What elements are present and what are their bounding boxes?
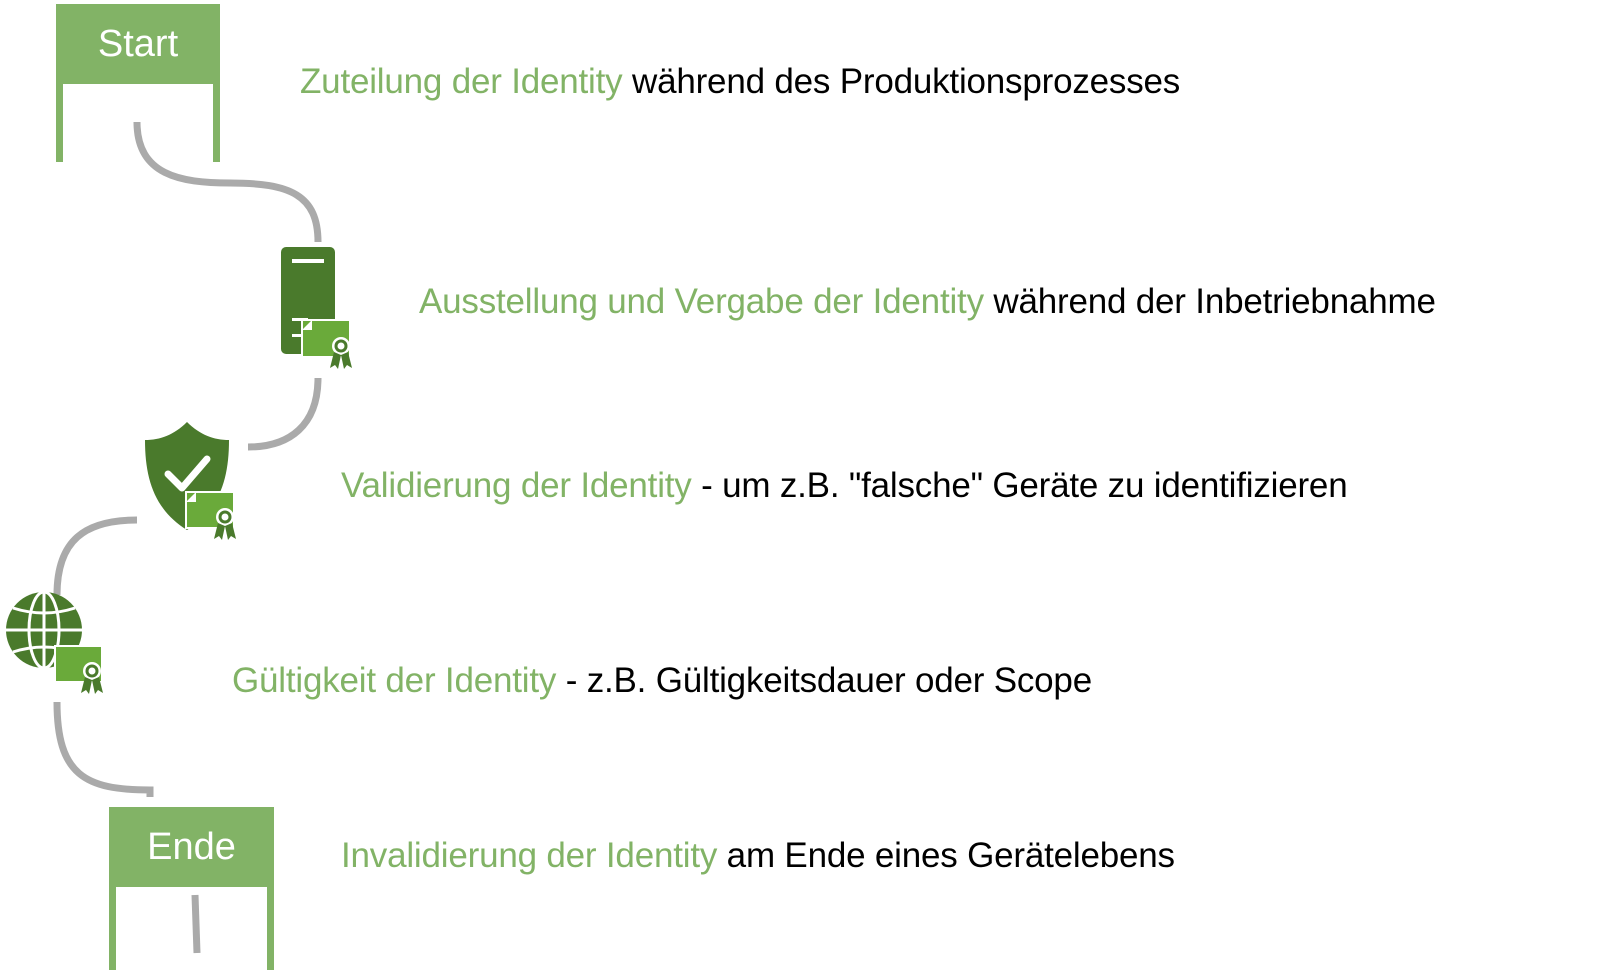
- shield-check-certificate-icon: [145, 422, 236, 540]
- connectors: [53, 121, 322, 954]
- step-2-highlight: Ausstellung und Vergabe der Identity: [419, 282, 984, 321]
- connector-shield-to-globe: [53, 516, 138, 596]
- globe-certificate-icon: [6, 590, 103, 694]
- connector-server-to-shield: [247, 377, 322, 451]
- step-5-highlight: Invalidierung der Identity: [341, 836, 718, 875]
- step-5-text: Invalidierung der Identity am Ende eines…: [341, 836, 1175, 876]
- step-2-text: Ausstellung und Vergabe der Identity wäh…: [419, 282, 1436, 322]
- connector-globe-to-end: [53, 701, 154, 797]
- step-4-description: - z.B. Gültigkeitsdauer oder Scope: [556, 661, 1092, 700]
- connector-start-to-server: [133, 121, 322, 243]
- end-terminal: [109, 807, 274, 970]
- start-terminal: [56, 4, 220, 162]
- step-2-description: während der Inbetriebnahme: [983, 282, 1436, 321]
- step-3-text: Validierung der Identity - um z.B. "fals…: [341, 466, 1348, 506]
- connector-end-tail: [191, 894, 201, 954]
- step-3-highlight: Validierung der Identity: [341, 466, 692, 505]
- step-3-description: - um z.B. "falsche" Geräte zu identifizi…: [691, 466, 1348, 505]
- end-label: Ende: [147, 826, 236, 868]
- server-certificate-icon: [281, 247, 352, 369]
- step-4-highlight: Gültigkeit der Identity: [232, 661, 557, 700]
- step-1-text: Zuteilung der Identity während des Produ…: [300, 62, 1180, 102]
- start-label: Start: [97, 23, 179, 65]
- step-1-highlight: Zuteilung der Identity: [300, 62, 623, 101]
- step-4-text: Gültigkeit der Identity - z.B. Gültigkei…: [232, 661, 1092, 701]
- step-5-description: am Ende eines Gerätelebens: [717, 836, 1175, 875]
- step-1-description: während des Produktionsprozesses: [622, 62, 1181, 101]
